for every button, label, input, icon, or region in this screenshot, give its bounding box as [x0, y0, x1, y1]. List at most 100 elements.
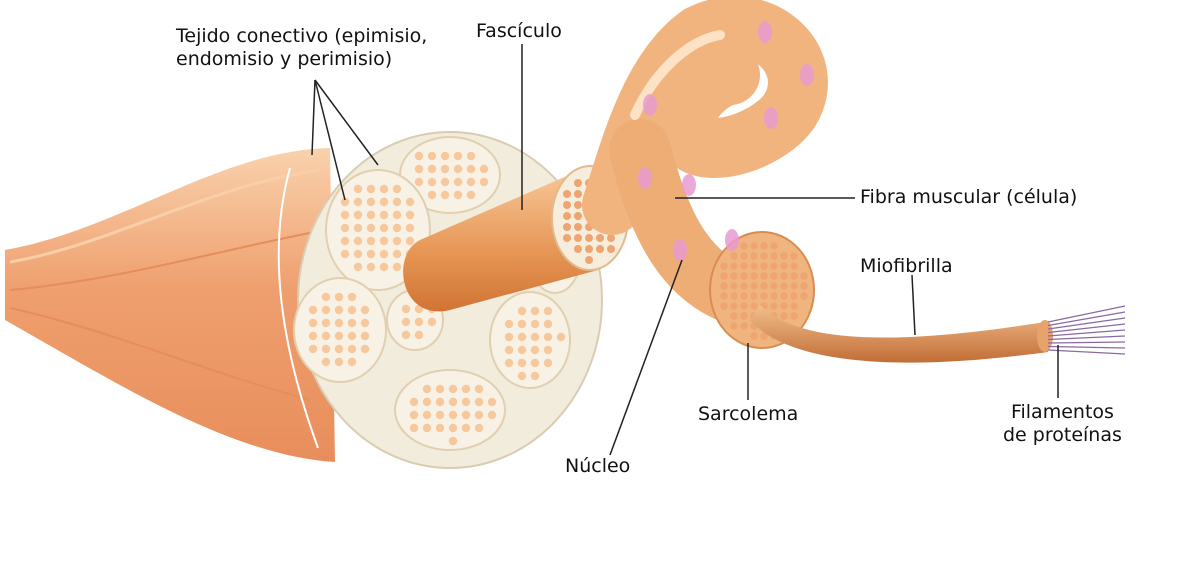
myofibril-dot	[800, 282, 808, 290]
muscle-fiber-dot	[361, 319, 369, 327]
muscle-fiber-dot	[462, 385, 470, 393]
muscle-fiber-dot	[354, 198, 362, 206]
fiber-dot	[574, 190, 582, 198]
muscle-fiber-dot	[441, 152, 449, 160]
myofibril-dot	[740, 302, 748, 310]
myofibril-dot	[730, 262, 738, 270]
myofibril-dot	[790, 252, 798, 260]
muscle-fiber-dot	[322, 358, 330, 366]
fiber-dot	[574, 201, 582, 209]
fiber-dot	[574, 245, 582, 253]
muscle-fiber-dot	[544, 346, 552, 354]
muscle-fiber-dot	[335, 306, 343, 314]
muscle-fiber-dot	[309, 319, 317, 327]
muscle-fiber-dot	[354, 211, 362, 219]
muscle-fiber-dot	[322, 319, 330, 327]
muscle-fiber-dot	[367, 250, 375, 258]
muscle-fiber-dot	[454, 165, 462, 173]
fascicle-cross-section	[490, 292, 570, 388]
muscle-fiber-dot	[309, 345, 317, 353]
muscle-fiber-dot	[393, 185, 401, 193]
label-protein-filaments-line2: de proteínas	[1003, 424, 1122, 447]
muscle-fiber-dot	[505, 320, 513, 328]
fiber-dot	[574, 179, 582, 187]
muscle-fiber-dot	[531, 346, 539, 354]
muscle-fiber-dot	[475, 398, 483, 406]
muscle-fiber-dot	[415, 165, 423, 173]
nucleus	[638, 167, 652, 189]
muscle-fiber-dot	[518, 372, 526, 380]
muscle-fiber-dot	[475, 424, 483, 432]
myofibril-dot	[740, 252, 748, 260]
muscle-fiber-dot	[480, 165, 488, 173]
muscle-fiber-dot	[354, 263, 362, 271]
muscle-fiber-dot	[380, 224, 388, 232]
muscle-fiber-dot	[467, 178, 475, 186]
muscle-fiber-dot	[406, 224, 414, 232]
myofibril-dot	[750, 262, 758, 270]
muscle-fiber-dot	[531, 307, 539, 315]
muscle-fiber-dot	[361, 306, 369, 314]
myofibril-dot	[730, 292, 738, 300]
muscle-fiber-dot	[354, 237, 362, 245]
myofibril-dot	[780, 302, 788, 310]
myofibril-dot	[790, 262, 798, 270]
muscle-fiber-dot	[454, 191, 462, 199]
fiber-dot	[563, 223, 571, 231]
myofibril-dot	[750, 302, 758, 310]
muscle-fiber-dot	[367, 237, 375, 245]
muscle-fiber-dot	[557, 333, 565, 341]
muscle-fiber-dot	[441, 178, 449, 186]
myofibril-dot	[750, 242, 758, 250]
fiber-dot	[607, 234, 615, 242]
muscle-fiber-dot	[454, 178, 462, 186]
muscle-fiber-dot	[410, 411, 418, 419]
muscle-fiber-dot	[393, 211, 401, 219]
muscle-fiber-dot	[441, 165, 449, 173]
muscle-fiber-dot	[544, 333, 552, 341]
muscle-fiber-dot	[380, 185, 388, 193]
muscle-fiber-dot	[462, 411, 470, 419]
muscle-fiber-dot	[428, 152, 436, 160]
myofibril-dot	[790, 272, 798, 280]
muscle-fiber-dot	[367, 263, 375, 271]
muscle-fiber-dot	[467, 152, 475, 160]
muscle-fiber-dot	[531, 320, 539, 328]
muscle-fiber-dot	[531, 359, 539, 367]
fiber-dot	[563, 190, 571, 198]
muscle-fiber-dot	[354, 224, 362, 232]
muscle-fiber-dot	[335, 345, 343, 353]
myofibril-dot	[730, 302, 738, 310]
label-nucleus: Núcleo	[565, 455, 630, 478]
myofibril-dot	[750, 282, 758, 290]
myofibril-dot	[740, 312, 748, 320]
muscle-fiber-dot	[415, 178, 423, 186]
muscle-fiber-dot	[518, 307, 526, 315]
muscle-fiber-dot	[322, 306, 330, 314]
muscle-fiber-dot	[415, 152, 423, 160]
muscle-fiber-dot	[393, 263, 401, 271]
myofibril-dot	[780, 312, 788, 320]
muscle-fiber-dot	[544, 359, 552, 367]
muscle-fiber-dot	[423, 411, 431, 419]
nucleus	[673, 239, 687, 261]
myofibril-dot	[720, 262, 728, 270]
muscle-fiber-dot	[335, 293, 343, 301]
muscle-fiber-dot	[428, 178, 436, 186]
fiber-dot	[574, 212, 582, 220]
muscle-fiber-dot	[393, 224, 401, 232]
muscle-fiber-dot	[436, 424, 444, 432]
muscle-fiber-dot	[393, 198, 401, 206]
myofibril-dot	[790, 312, 798, 320]
fiber-dot	[596, 234, 604, 242]
muscle-fiber-dot	[406, 237, 414, 245]
muscle-fiber-dot	[393, 250, 401, 258]
muscle-fiber-dot	[441, 191, 449, 199]
muscle-fiber-dot	[436, 398, 444, 406]
myofibril-dot	[720, 302, 728, 310]
muscle-fiber-dot	[428, 318, 436, 326]
myofibril-dot	[760, 252, 768, 260]
leader-connective-1	[312, 80, 315, 155]
fiber-dot	[585, 234, 593, 242]
